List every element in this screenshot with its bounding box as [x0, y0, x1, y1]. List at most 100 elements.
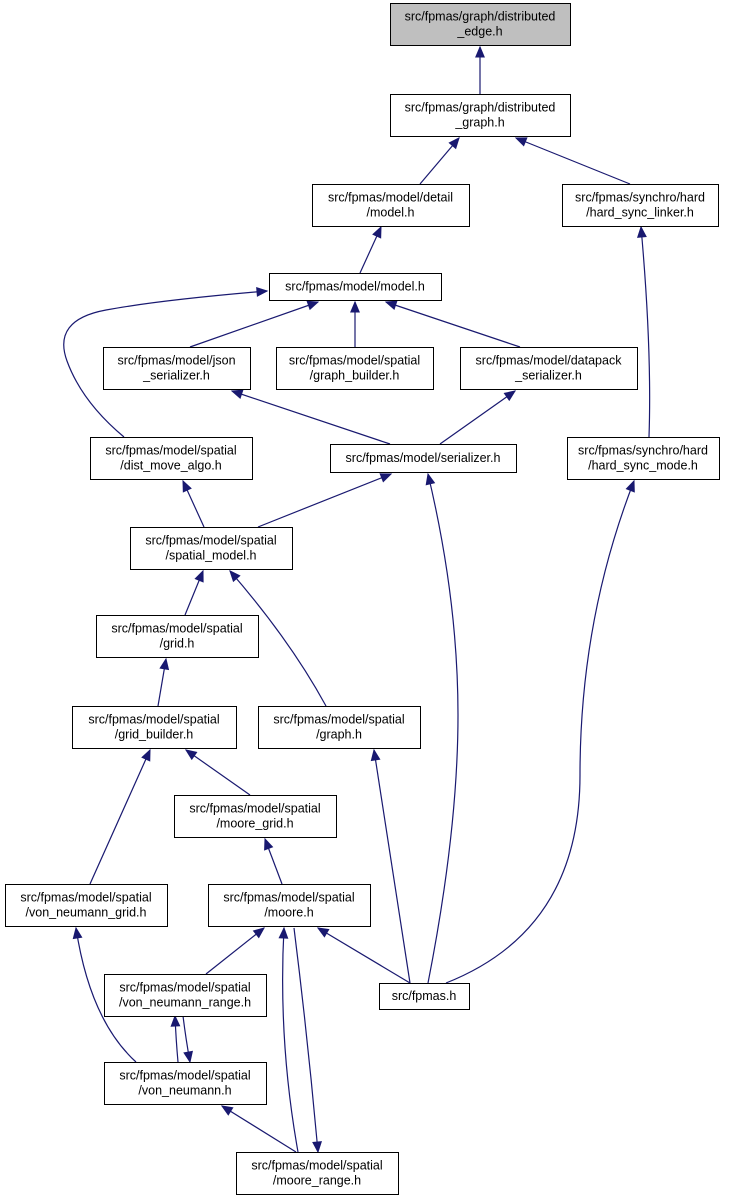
- node-label-line: src/fpmas/model/serializer.h: [346, 451, 501, 465]
- arrowhead: [256, 286, 269, 297]
- node-label-line: /graph.h: [316, 728, 362, 742]
- node-serializer[interactable]: src/fpmas/model/serializer.h: [330, 444, 517, 473]
- edge-von_neumann-to-von_neumann_grid: [72, 926, 137, 1063]
- arrowhead: [503, 390, 517, 402]
- edge-moore-to-moore_grid: [264, 837, 283, 885]
- node-box: [460, 347, 638, 390]
- node-label-line: src/fpmas/model/spatial: [111, 622, 242, 636]
- node-label-line: src/fpmas/model/spatial: [289, 354, 420, 368]
- arrowhead: [384, 300, 398, 311]
- node-label-line: src/fpmas/model/spatial: [88, 713, 219, 727]
- edge-json_serializer-to-model: [189, 300, 320, 348]
- node-label-line: /spatial_model.h: [165, 549, 256, 563]
- edge-spatial_model-to-dist_move_algo: [182, 479, 205, 528]
- edge-hard_sync_linker-to-distributed_graph: [514, 137, 631, 185]
- node-fpmas[interactable]: src/fpmas.h: [379, 983, 470, 1010]
- node-label-line: src/fpmas/model/spatial: [105, 444, 236, 458]
- node-box: [276, 347, 434, 390]
- node-box: [104, 974, 267, 1017]
- edge-moore_grid-to-grid_builder: [184, 749, 251, 796]
- node-datapack-serializer[interactable]: src/fpmas/model/datapack_serializer.h: [460, 347, 638, 390]
- node-label-line: /von_neumann.h: [138, 1084, 231, 1098]
- arrowhead: [306, 300, 320, 311]
- node-von-neumann[interactable]: src/fpmas/model/spatial/von_neumann.h: [104, 1062, 267, 1105]
- node-json-serializer[interactable]: src/fpmas/model/json_serializer.h: [103, 347, 251, 390]
- node-label-line: /von_neumann_range.h: [119, 996, 251, 1010]
- node-label-line: src/fpmas.h: [392, 989, 457, 1003]
- edge-graph_builder-to-model: [350, 300, 360, 347]
- node-grid-builder[interactable]: src/fpmas/model/spatial/grid_builder.h: [72, 706, 237, 749]
- arrowhead: [184, 749, 198, 761]
- node-von-neumann-range[interactable]: src/fpmas/model/spatial/von_neumann_rang…: [104, 974, 267, 1017]
- node-moore[interactable]: src/fpmas/model/spatial/moore.h: [208, 884, 371, 927]
- node-box: [312, 184, 470, 227]
- node-box: [258, 706, 421, 749]
- node-label-line: src/fpmas/graph/distributed: [405, 101, 556, 115]
- node-spatial-graph[interactable]: src/fpmas/model/spatial/graph.h: [258, 706, 421, 749]
- arrowhead: [230, 389, 244, 400]
- edge-grid_builder-to-grid: [157, 657, 170, 707]
- node-hard-sync-linker[interactable]: src/fpmas/synchro/hard/hard_sync_linker.…: [562, 184, 719, 227]
- arrowhead: [425, 472, 436, 486]
- node-label-line: src/fpmas/model/spatial: [20, 891, 151, 905]
- edge-spatial_model-to-serializer: [257, 473, 393, 528]
- node-label-line: src/fpmas/model/datapack: [476, 354, 623, 368]
- node-grid[interactable]: src/fpmas/model/spatial/grid.h: [96, 615, 259, 658]
- arrowhead: [637, 225, 647, 238]
- node-label-line: /moore.h: [264, 906, 313, 920]
- node-label-line: /graph_builder.h: [310, 369, 400, 383]
- node-label-line: /moore_grid.h: [216, 817, 293, 831]
- node-box: [103, 347, 251, 390]
- arrowhead: [278, 926, 289, 939]
- arrowhead: [183, 1050, 193, 1064]
- node-box: [567, 437, 720, 480]
- node-label-line: /hard_sync_linker.h: [586, 206, 694, 220]
- node-label-line: src/fpmas/graph/distributed: [405, 10, 556, 24]
- edge-fpmas-to-serializer: [425, 472, 459, 984]
- edge-moore_range-to-moore: [278, 926, 299, 1153]
- arrowhead: [379, 473, 393, 483]
- node-box: [130, 527, 293, 570]
- node-label-line: /moore_range.h: [273, 1174, 361, 1188]
- node-distributed-graph[interactable]: src/fpmas/graph/distributed_graph.h: [390, 94, 571, 137]
- node-label-line: src/fpmas/synchro/hard: [575, 191, 705, 205]
- node-label-line: src/fpmas/model/spatial: [223, 891, 354, 905]
- arrowhead: [159, 657, 170, 671]
- edge-spatial_graph-to-spatial_model: [229, 570, 327, 707]
- arrowhead: [312, 1141, 322, 1154]
- node-label-line: src/fpmas/model/spatial: [251, 1159, 382, 1173]
- node-box: [208, 884, 371, 927]
- arrowhead: [448, 137, 460, 150]
- node-von-neumann-grid[interactable]: src/fpmas/model/spatial/von_neumann_grid…: [5, 884, 168, 927]
- node-detail-model[interactable]: src/fpmas/model/detail/model.h: [312, 184, 470, 227]
- edge-hard_sync_mode-to-hard_sync_linker: [637, 225, 651, 438]
- node-hard-sync-mode[interactable]: src/fpmas/synchro/hard/hard_sync_mode.h: [567, 437, 720, 480]
- arrowhead: [264, 837, 274, 851]
- arrowhead: [252, 927, 266, 939]
- node-dist-move-algo[interactable]: src/fpmas/model/spatial/dist_move_algo.h: [90, 437, 253, 480]
- node-moore-range[interactable]: src/fpmas/model/spatial/moore_range.h: [236, 1152, 399, 1195]
- edge-datapack_serializer-to-model: [384, 300, 521, 348]
- edge-von_neumann_range-to-moore: [205, 927, 266, 975]
- node-graph-builder[interactable]: src/fpmas/model/spatial/graph_builder.h: [276, 347, 434, 390]
- node-box: [269, 273, 442, 301]
- node-label-line: _edge.h: [456, 25, 502, 39]
- nodes-layer: src/fpmas/graph/distributed_edge.hsrc/fp…: [5, 3, 720, 1195]
- node-spatial-model[interactable]: src/fpmas/model/spatial/spatial_model.h: [130, 527, 293, 570]
- arrowhead: [316, 927, 330, 938]
- node-label-line: /model.h: [367, 206, 415, 220]
- node-label-line: /hard_sync_mode.h: [588, 459, 698, 473]
- arrowhead: [370, 748, 381, 762]
- edge-moore-to-moore_range: [293, 927, 322, 1154]
- node-distributed-edge[interactable]: src/fpmas/graph/distributed_edge.h: [390, 3, 571, 46]
- arrowhead: [194, 569, 204, 583]
- edge-detail_model-to-distributed_graph: [419, 137, 460, 185]
- node-label-line: src/fpmas/model/spatial: [145, 534, 276, 548]
- edge-moore_range-to-von_neumann: [220, 1105, 297, 1153]
- node-moore-grid[interactable]: src/fpmas/model/spatial/moore_grid.h: [174, 795, 337, 838]
- node-box: [72, 706, 237, 749]
- node-label-line: /grid.h: [160, 637, 195, 651]
- node-box: [5, 884, 168, 927]
- node-model[interactable]: src/fpmas/model/model.h: [269, 273, 442, 301]
